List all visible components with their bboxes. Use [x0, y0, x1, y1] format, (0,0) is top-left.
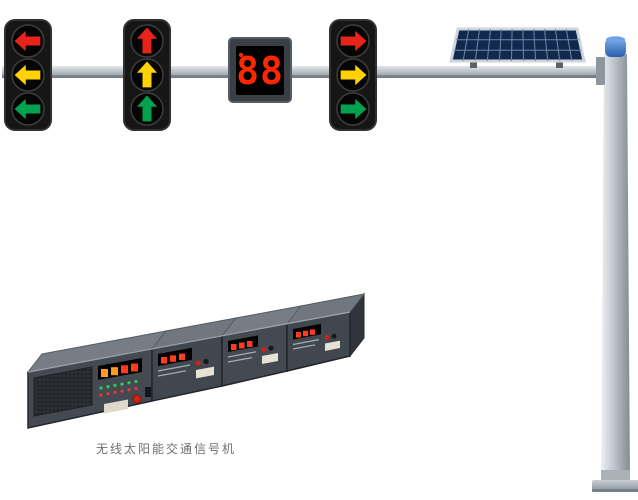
countdown-value: 88 [236, 49, 284, 93]
product-caption: 无线太阳能交通信号机 [96, 442, 237, 456]
controller-unit-panel [157, 347, 214, 379]
led-digit [111, 367, 118, 376]
panel-text-line [157, 364, 191, 372]
led-digit [161, 357, 167, 364]
led-digit [239, 342, 245, 349]
panel-text-line [227, 357, 253, 363]
button-dark [203, 358, 209, 365]
solar-cell-grid [453, 29, 582, 61]
label-sticker [196, 366, 214, 379]
led-digit [121, 365, 128, 374]
button-red [195, 360, 201, 366]
panel-text-line [227, 351, 257, 358]
pole-shaft [601, 54, 630, 482]
traffic-light-right-arrows [329, 19, 377, 131]
led-digit [170, 355, 176, 362]
led-digit [303, 330, 308, 337]
solar-panel-leg [556, 59, 563, 68]
led-digit [231, 344, 237, 350]
panel-text-line [292, 339, 320, 346]
button-dark [268, 345, 274, 351]
vent-grille [33, 366, 93, 417]
mast-arm-shadow-line [2, 75, 603, 78]
arm-flange [596, 57, 605, 85]
power-button [132, 394, 142, 404]
led-digit [131, 363, 138, 372]
controller-main-panel [33, 358, 151, 417]
controller-edge-highlight [27, 311, 351, 373]
button-dark [331, 333, 337, 339]
traffic-light-up-arrows [123, 19, 171, 131]
panel-text-line [292, 344, 316, 350]
pole-cap [605, 36, 626, 57]
label-sticker [104, 399, 128, 414]
pole-base [592, 470, 638, 492]
led-digit [296, 332, 301, 338]
solar-panel [449, 27, 586, 68]
led-digit [179, 353, 185, 361]
led-digit [247, 341, 253, 347]
countdown-screen [236, 46, 284, 95]
panel-text-line [157, 370, 187, 377]
solar-panel-leg [470, 59, 477, 68]
toggle-switch [145, 387, 151, 397]
status-led-row-red [99, 386, 138, 397]
button-red [261, 347, 267, 352]
mast-arm [2, 66, 603, 78]
countdown-indicator-dot [238, 52, 244, 58]
label-sticker [325, 340, 340, 351]
solar-panel-face [449, 27, 586, 63]
countdown-display: 88 [228, 37, 292, 103]
led-digit [101, 369, 108, 377]
label-sticker [262, 353, 278, 364]
status-led-row-green [99, 379, 138, 390]
controller-unit-panel [292, 323, 340, 351]
vertical-pole [592, 36, 638, 492]
button-red [324, 335, 330, 340]
led-digit [310, 329, 315, 335]
traffic-light-left-arrows [4, 19, 52, 131]
controller-units [26, 292, 366, 429]
controller-unit-panel [227, 335, 278, 364]
